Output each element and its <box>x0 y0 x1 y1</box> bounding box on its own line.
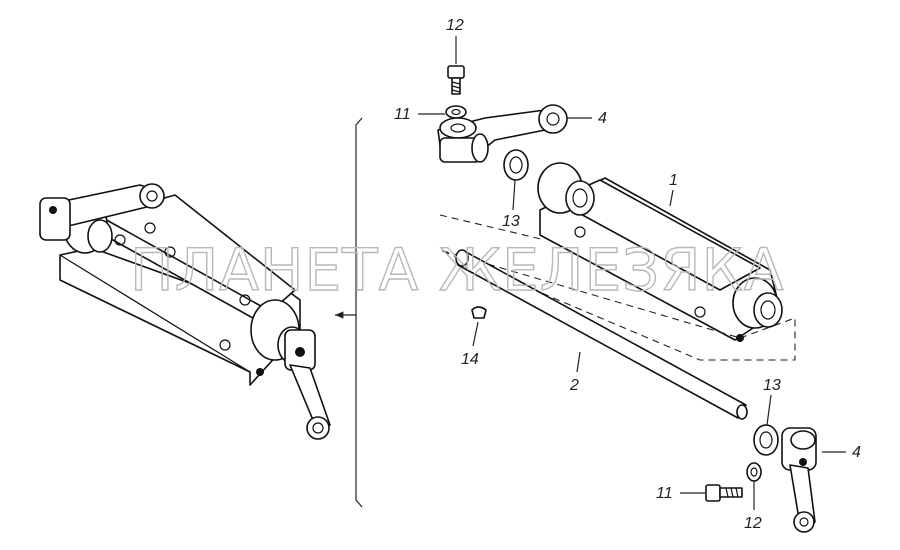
callout-13-top: 13 <box>502 213 520 230</box>
callout-4-bottom: 4 <box>852 444 861 461</box>
callout-2: 2 <box>569 377 579 394</box>
washer-top <box>503 149 529 181</box>
callout-14: 14 <box>461 351 479 368</box>
watermark-text: ПЛАНЕТА ЖЕЛЕЗЯКА <box>130 236 784 304</box>
callout-12-bottom: 12 <box>744 515 762 532</box>
callout-11-top: 11 <box>394 106 411 123</box>
lever-bottom <box>781 427 817 533</box>
callout-1: 1 <box>669 172 678 189</box>
lever-top <box>437 104 568 163</box>
bolt-top <box>447 65 465 95</box>
assembled-unit <box>39 183 331 440</box>
group-bracket <box>355 117 363 508</box>
washer-bottom <box>753 424 779 456</box>
callout-labels: 12 11 4 1 13 14 2 13 4 11 12 <box>394 17 861 532</box>
bolt-bottom <box>705 484 743 502</box>
shaft <box>455 249 748 420</box>
bracket-housing <box>537 162 783 342</box>
leader-lines <box>418 36 846 510</box>
callout-13-bottom: 13 <box>763 377 781 394</box>
key <box>471 306 487 319</box>
callout-11-bottom: 11 <box>656 485 673 502</box>
spring-washer-bottom <box>746 462 762 482</box>
spring-washer-top <box>445 105 467 119</box>
callout-4-top: 4 <box>598 110 607 127</box>
callout-12-top: 12 <box>446 17 464 34</box>
